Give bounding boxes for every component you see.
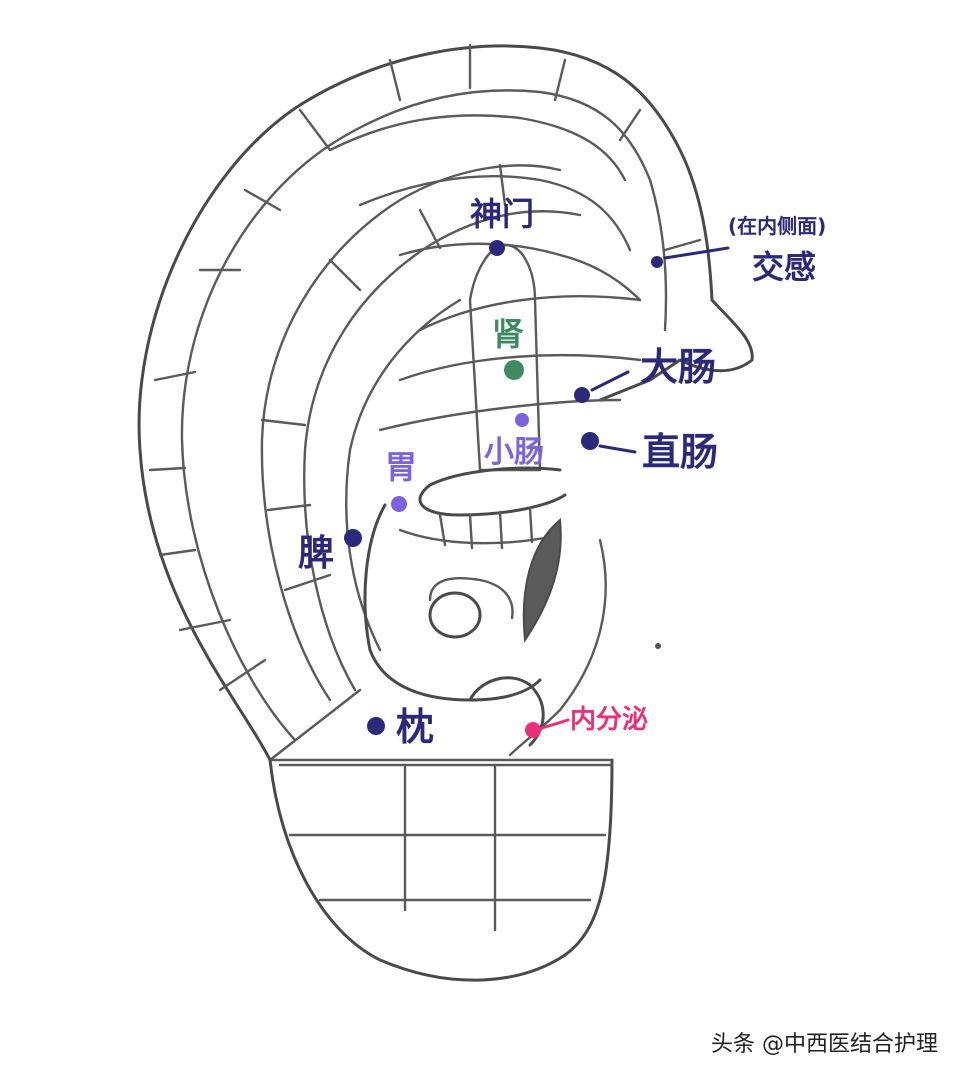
jiaogan-point [651, 256, 663, 268]
neifenmi-point [525, 722, 541, 738]
ear-canal [428, 591, 482, 639]
label-wei: 胃 [385, 448, 417, 486]
helix-segments [148, 43, 702, 692]
upper-crus-2 [358, 175, 632, 252]
label-shen: 肾 [492, 315, 524, 353]
jiaogan-leader [663, 246, 730, 260]
zhichang-point [581, 432, 599, 450]
earlobe-outline [268, 758, 614, 982]
antihelix-ridge [345, 298, 462, 652]
concha-band-1 [418, 295, 642, 332]
label-pi: 脾 [298, 533, 334, 574]
label-shenmen: 神门 [470, 195, 534, 233]
xiaochang-point [515, 413, 529, 427]
helix-crus [418, 466, 567, 517]
helix-crus-inner [398, 528, 562, 545]
label-inner-side-note: (在内侧面) [728, 214, 826, 238]
intertragic-line [268, 688, 612, 762]
label-jiaogan: 交感 [752, 248, 816, 286]
label-xiaochang: 小肠 [484, 435, 544, 470]
shen-point [504, 360, 524, 380]
helix-outer-contour [137, 44, 754, 762]
antihelix-segments [260, 163, 507, 592]
earlobe-grid [278, 763, 614, 932]
label-zhichang: 直肠 [642, 430, 718, 474]
concha-band-3 [378, 398, 622, 432]
dachang-leader [590, 370, 630, 392]
concha-cavity [363, 503, 542, 702]
label-neifenmi: 内分泌 [570, 705, 648, 735]
watermark: 头条 @中西医结合护理 [711, 1032, 938, 1057]
stray-dot [655, 643, 661, 649]
tragus-shading [522, 518, 562, 643]
zhen-point [367, 717, 385, 735]
antihelix-inner [303, 210, 582, 692]
tragus-outline [508, 538, 607, 757]
upper-crus-1 [328, 114, 627, 182]
concha-band-2 [398, 353, 642, 382]
zhichang-leader [598, 444, 637, 454]
upper-crus-3 [398, 242, 642, 302]
helix-inner-line [180, 89, 668, 742]
neifenmi-leader [540, 718, 570, 730]
label-zhen: 枕 [396, 705, 434, 749]
pi-point [344, 529, 362, 547]
label-dachang: 大肠 [640, 345, 716, 389]
ear-canal-rim [428, 577, 514, 620]
helix-crus-rungs [438, 506, 534, 550]
antihelix-outer [260, 164, 562, 702]
wei-point [391, 496, 407, 512]
shenmen-point [489, 240, 505, 256]
dachang-point [574, 387, 590, 403]
